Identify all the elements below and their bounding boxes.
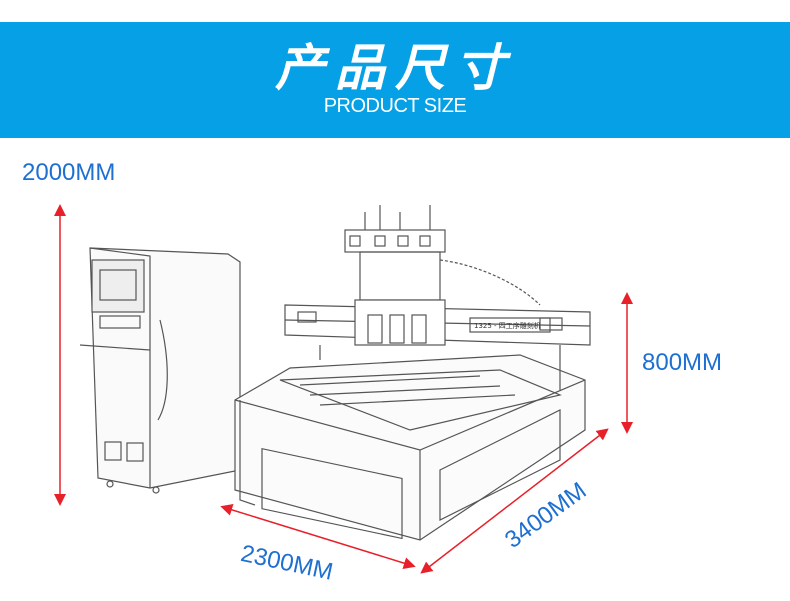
length-arrow (420, 428, 609, 574)
width-arrow (220, 504, 416, 569)
header-banner (0, 22, 790, 138)
title-chinese: 产品尺寸 (275, 38, 515, 97)
machine-height-label: 800MM (642, 349, 723, 376)
spindle-head (344, 205, 446, 346)
title-english: PRODUCT SIZE (323, 95, 467, 117)
height-label: 2000MM (22, 159, 116, 186)
machine-plate: 1325 - 四工序雕刻机 (474, 321, 541, 330)
control-cabinet (79, 247, 241, 494)
